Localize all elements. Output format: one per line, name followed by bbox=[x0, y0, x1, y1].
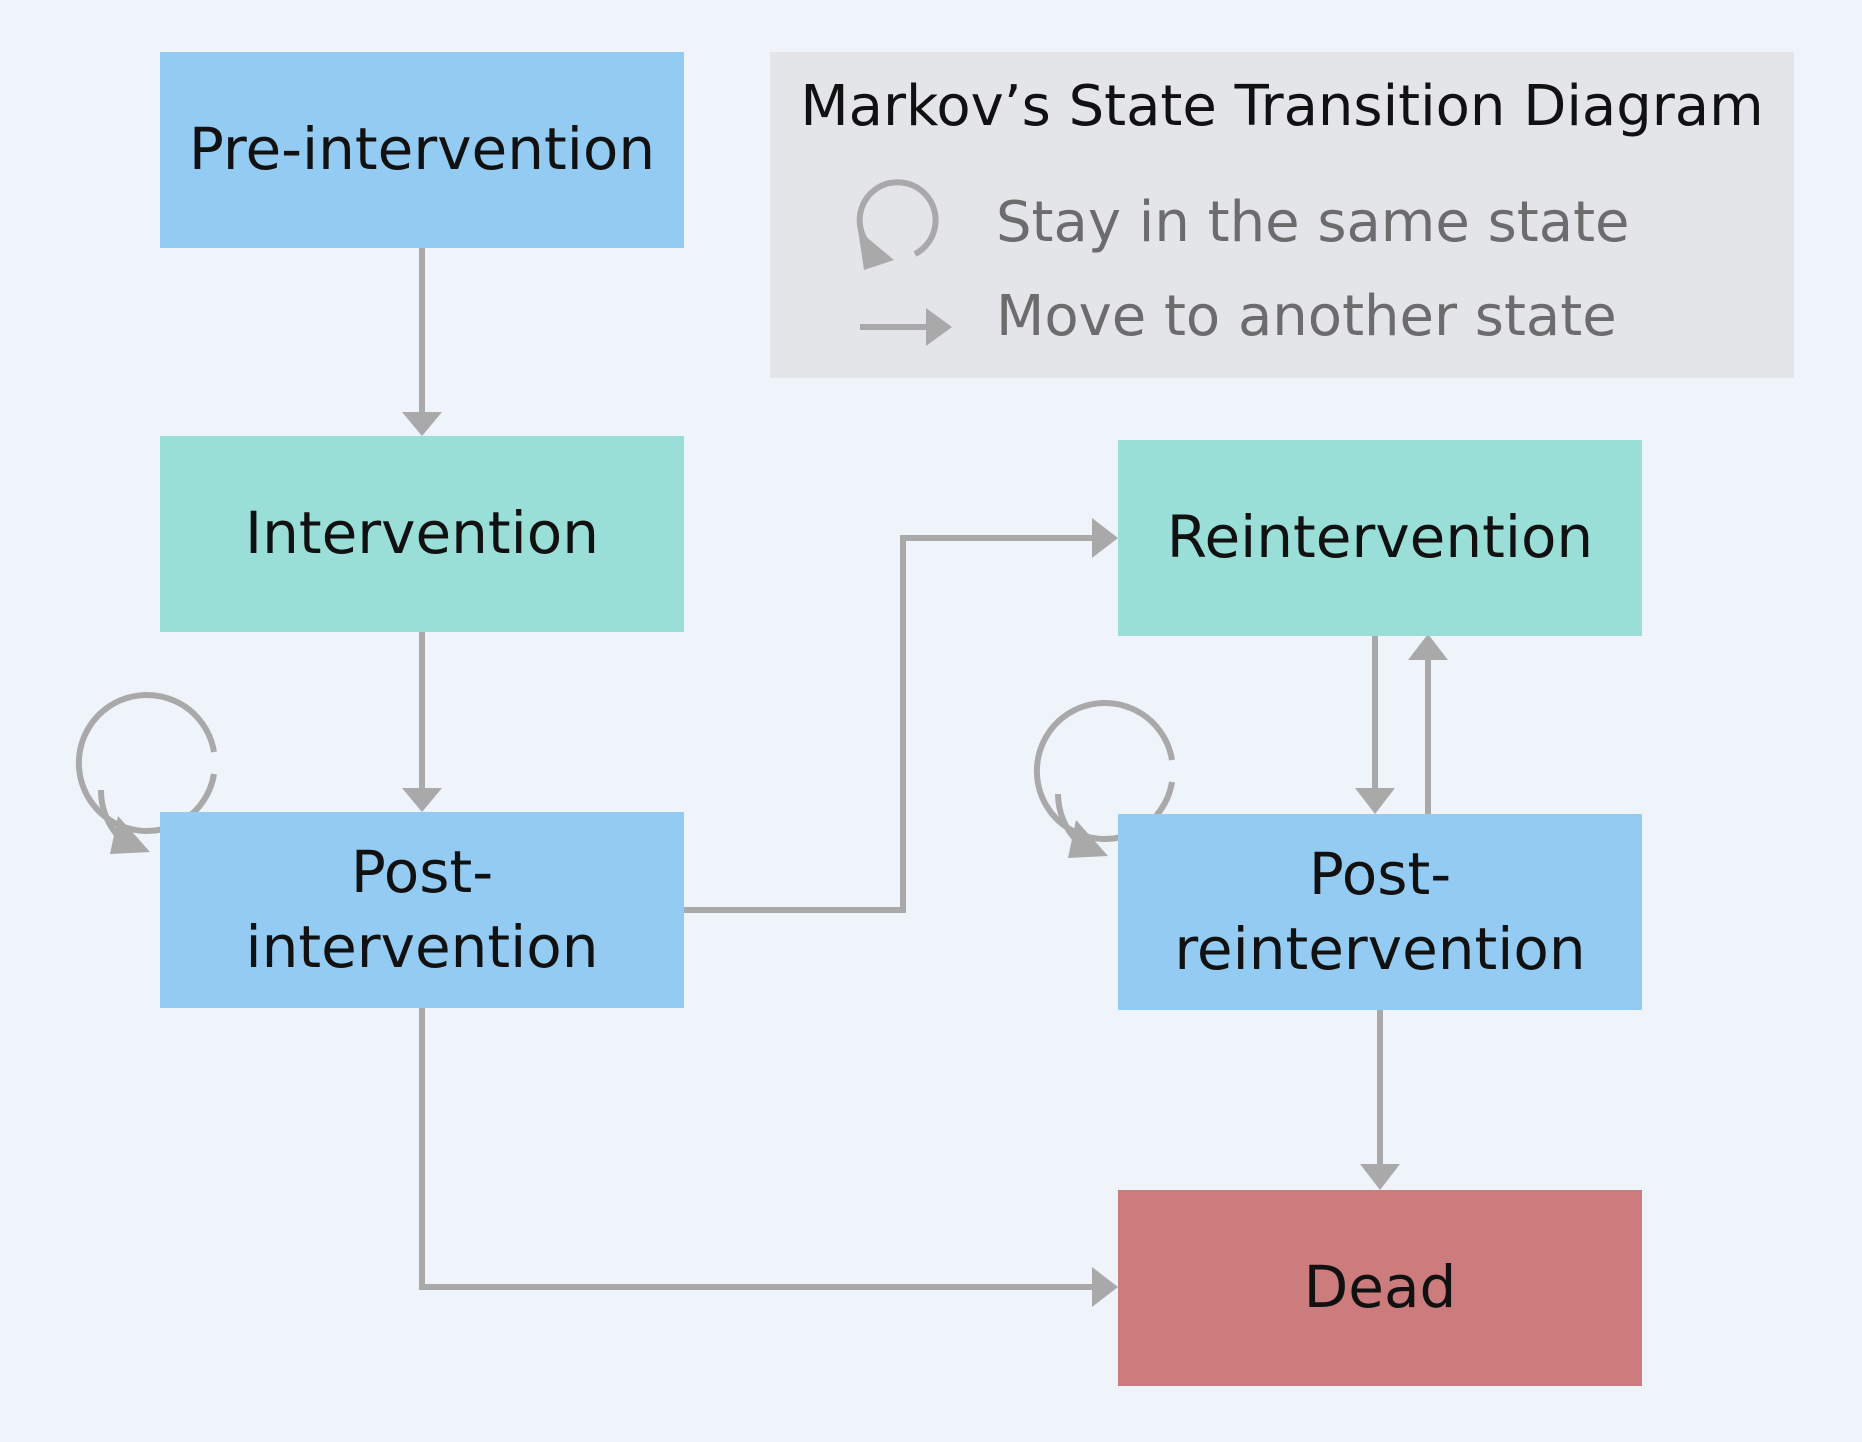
state-label: Dead bbox=[1303, 1253, 1457, 1322]
arrowhead-post-reintervention-to-reintervention bbox=[1408, 634, 1448, 660]
state-dead: Dead bbox=[1118, 1190, 1642, 1386]
loop-arrow-icon bbox=[856, 179, 939, 270]
state-label: Intervention bbox=[244, 499, 599, 568]
self-loop-arrowhead-post-intervention bbox=[110, 816, 150, 854]
state-label: Post-reintervention bbox=[1174, 839, 1586, 983]
arrow-post-to-reintervention bbox=[684, 535, 1094, 913]
state-label: Reintervention bbox=[1166, 503, 1594, 572]
arrow-post-to-dead bbox=[419, 1006, 1094, 1290]
arrowhead-intervention-to-post bbox=[402, 788, 442, 812]
arrowhead-post-to-dead bbox=[1092, 1267, 1118, 1307]
state-label: Pre-intervention bbox=[188, 115, 656, 184]
arrowhead-post-reintervention-to-dead bbox=[1360, 1164, 1400, 1190]
self-loop-arrowhead-post-reintervention bbox=[1068, 820, 1108, 858]
state-label: Post-intervention bbox=[245, 837, 599, 981]
arrowhead-post-to-reintervention bbox=[1092, 518, 1118, 558]
arrowhead-pre-to-intervention bbox=[402, 412, 442, 436]
legend-stay-label: Stay in the same state bbox=[996, 190, 1630, 255]
state-post-reintervention: Post-reintervention bbox=[1118, 814, 1642, 1010]
state-post-intervention: Post-intervention bbox=[160, 812, 684, 1008]
state-reintervention: Reintervention bbox=[1118, 440, 1642, 636]
legend-panel: Markov’s State Transition Diagram Stay i… bbox=[770, 52, 1794, 378]
right-arrow-icon bbox=[860, 308, 952, 346]
state-intervention: Intervention bbox=[160, 436, 684, 632]
arrowhead-reintervention-to-post-reintervention bbox=[1355, 788, 1395, 814]
legend-move-label: Move to another state bbox=[996, 284, 1617, 349]
legend-title: Markov’s State Transition Diagram bbox=[800, 74, 1764, 139]
state-pre-intervention: Pre-intervention bbox=[160, 52, 684, 248]
self-loop-post-intervention bbox=[75, 692, 217, 834]
